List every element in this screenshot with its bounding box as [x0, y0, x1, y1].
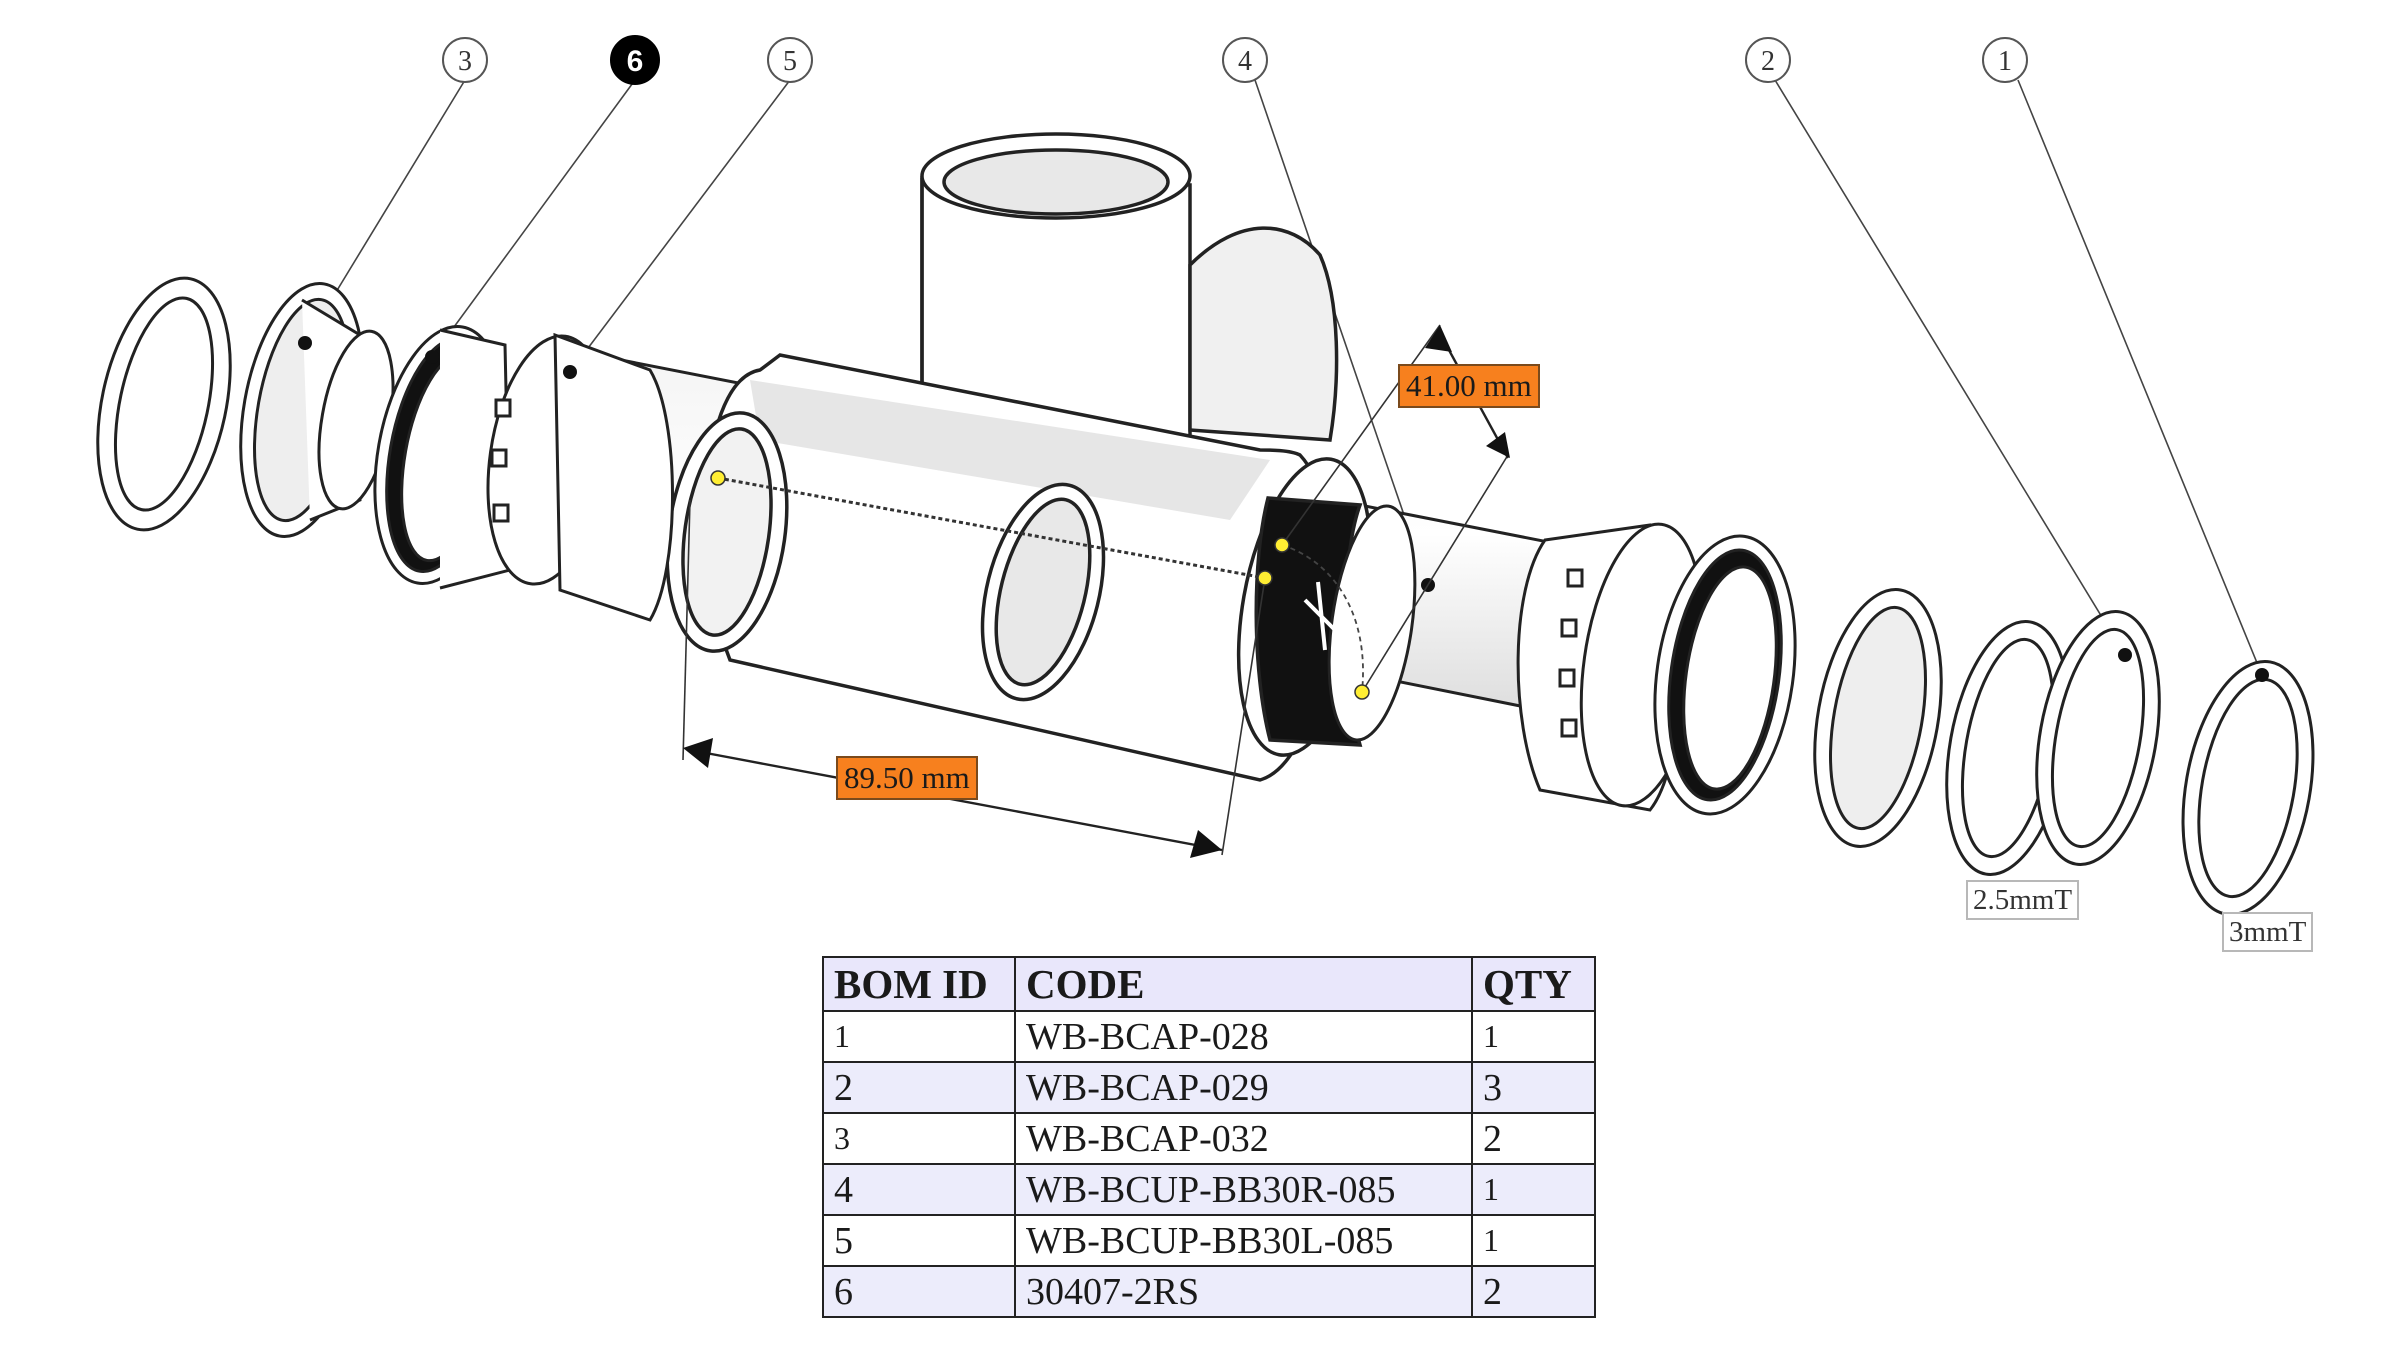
measure-point — [1274, 537, 1290, 553]
part-1-spacer — [2181, 659, 2315, 917]
bom-cell-code: WB-BCAP-029 — [1014, 1061, 1473, 1114]
length-extension-right — [1221, 577, 1266, 856]
bom-cell-qty: 1 — [1471, 1163, 1596, 1216]
callout-label: 6 — [627, 45, 644, 78]
callout-label: 4 — [1238, 46, 1252, 77]
leader-lines — [304, 79, 2263, 676]
table-row[interactable]: 3 WB-BCAP-032 2 — [822, 1112, 1596, 1165]
bom-cell-qty: 2 — [1471, 1112, 1596, 1165]
diameter-extension-a — [1281, 324, 1441, 546]
right-bearing — [1653, 534, 1797, 816]
measure-point — [710, 470, 726, 486]
part-6-bearing — [373, 325, 512, 590]
leader-line-1 — [2017, 79, 2263, 676]
bom-cell-qty: 2 — [1471, 1265, 1596, 1318]
table-row[interactable]: 6 30407-2RS 2 — [822, 1265, 1596, 1318]
callout-4[interactable]: 4 — [1222, 37, 1268, 83]
bom-cell-id: 4 — [822, 1163, 1016, 1216]
leader-line-5 — [569, 79, 791, 373]
measure-point — [1354, 684, 1370, 700]
bom-cell-code: WB-BCAP-028 — [1014, 1010, 1473, 1063]
length-dimension-line — [689, 748, 1223, 852]
bom-cell-qty: 1 — [1471, 1214, 1596, 1267]
leader-dots — [298, 336, 2269, 682]
bom-cell-id: 1 — [822, 1010, 1016, 1063]
measure-point — [1257, 570, 1273, 586]
part-5-cup — [486, 332, 674, 622]
callout-label: 5 — [783, 46, 797, 77]
spacer-2-thickness-label: 2.5mmT — [1966, 880, 2080, 920]
bom-header-id: BOM ID — [822, 956, 1016, 1012]
table-row[interactable]: 2 WB-BCAP-029 3 — [822, 1061, 1596, 1114]
callout-2[interactable]: 2 — [1745, 37, 1791, 83]
length-measure-line — [717, 476, 1266, 580]
callout-balloons: 3 6 5 4 2 1 — [442, 35, 2028, 85]
leader-line-2 — [1774, 79, 2126, 656]
measurement-overlay — [682, 324, 1510, 858]
length-extension-left — [682, 499, 691, 761]
part-3-cap — [239, 282, 395, 538]
bom-cell-code: 30407-2RS — [1014, 1265, 1473, 1318]
callout-6[interactable]: 6 — [610, 35, 660, 85]
table-row[interactable]: 4 WB-BCUP-BB30R-085 1 — [822, 1163, 1596, 1216]
bom-table: BOM ID CODE QTY 1 WB-BCAP-028 1 2 WB-BCA… — [822, 956, 1596, 1318]
table-row[interactable]: 5 WB-BCUP-BB30L-085 1 — [822, 1214, 1596, 1267]
leader-line-6 — [431, 79, 636, 358]
callout-1[interactable]: 1 — [1982, 37, 2028, 83]
length-dimension-label[interactable]: 89.50 mm — [836, 756, 978, 800]
bom-cell-qty: 1 — [1471, 1010, 1596, 1063]
callout-label: 1 — [1998, 46, 2012, 77]
bom-cell-id: 2 — [822, 1061, 1016, 1114]
left-spacer-outer — [96, 276, 232, 532]
bom-cell-qty: 3 — [1471, 1061, 1596, 1114]
diameter-dimension-label[interactable]: 41.00 mm — [1398, 364, 1540, 408]
right-cap — [1813, 588, 1943, 848]
bom-cell-code: WB-BCUP-BB30R-085 — [1014, 1163, 1473, 1216]
bom-cell-code: WB-BCUP-BB30L-085 — [1014, 1214, 1473, 1267]
callout-5[interactable]: 5 — [767, 37, 813, 83]
callout-label: 3 — [458, 46, 472, 77]
bom-header-qty: QTY — [1471, 956, 1596, 1012]
right-part-stack — [1516, 522, 2315, 917]
callout-label: 2 — [1761, 46, 1775, 77]
bom-header-code: CODE — [1014, 956, 1473, 1012]
spacer-1-thickness-label: 3mmT — [2222, 912, 2314, 952]
frame-shell — [665, 132, 1417, 782]
bom-cell-id: 6 — [822, 1265, 1016, 1318]
table-row[interactable]: 1 WB-BCAP-028 1 — [822, 1010, 1596, 1063]
bom-cell-code: WB-BCAP-032 — [1014, 1112, 1473, 1165]
bom-header-row: BOM ID CODE QTY — [822, 956, 1596, 1012]
leader-line-4 — [1254, 79, 1429, 586]
bom-cell-id: 5 — [822, 1214, 1016, 1267]
diameter-extension-b — [1361, 454, 1509, 693]
callout-3[interactable]: 3 — [442, 37, 488, 83]
bom-cell-id: 3 — [822, 1112, 1016, 1165]
left-part-stack — [96, 276, 674, 622]
part-2-spacer — [2035, 610, 2161, 866]
